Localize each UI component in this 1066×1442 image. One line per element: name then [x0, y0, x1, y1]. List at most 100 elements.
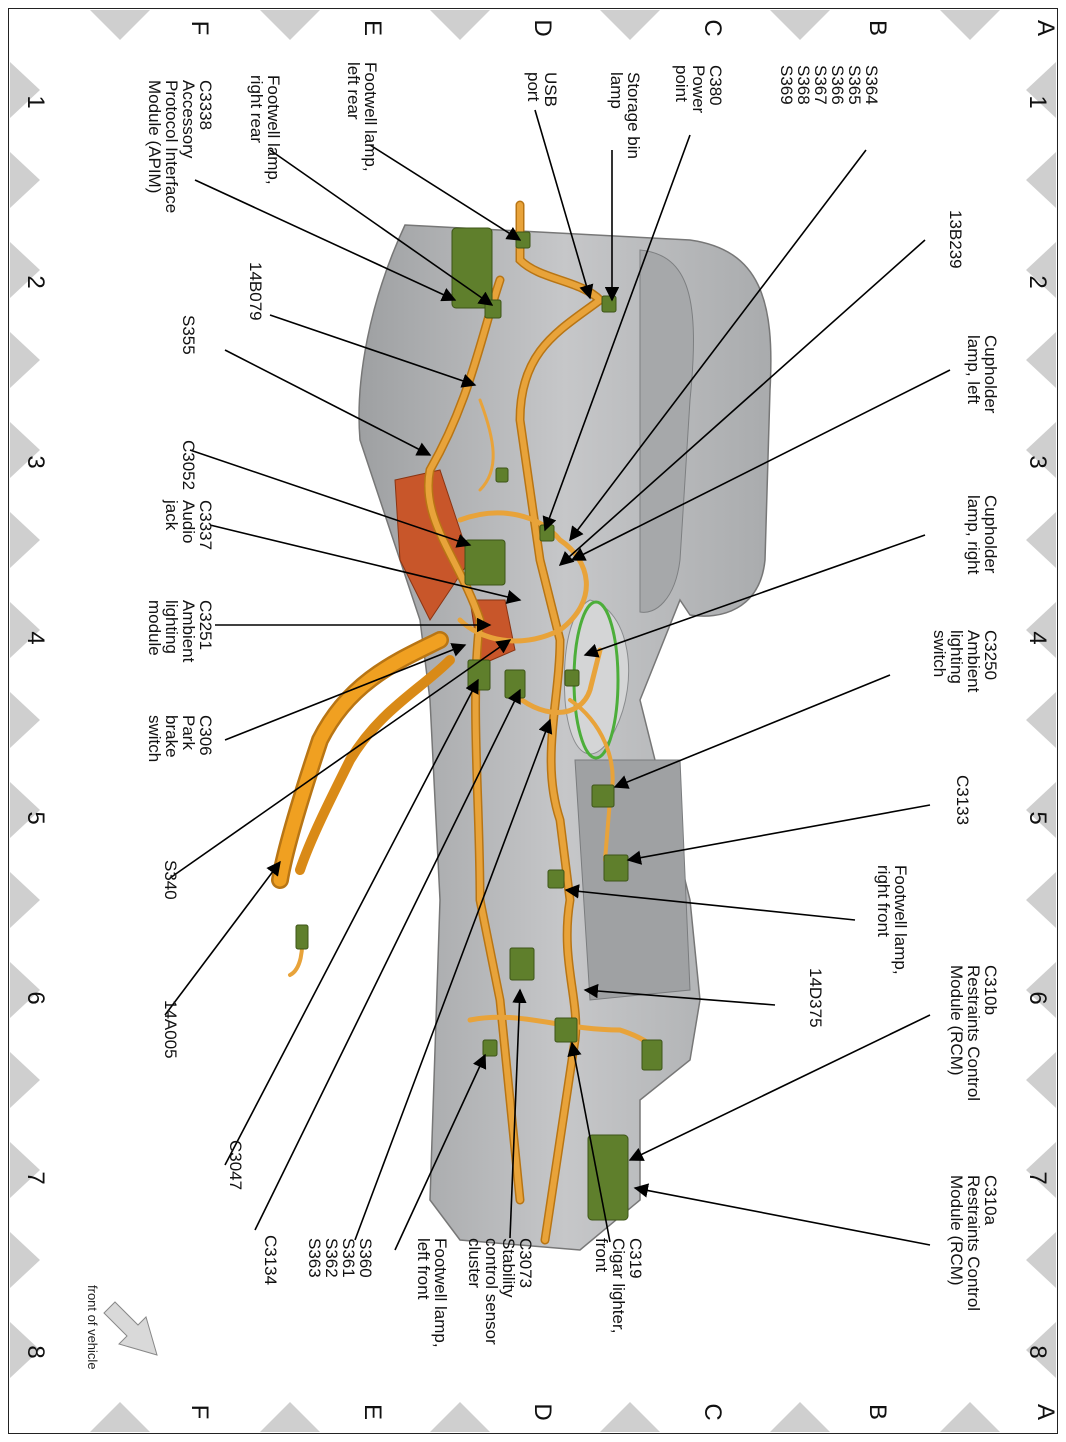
grid-label: 6	[22, 991, 49, 1004]
edge-triangle	[1026, 62, 1056, 118]
callout-label: Cupholderlamp, left	[964, 335, 1000, 414]
edge-triangles-bottom	[90, 1402, 1000, 1432]
callout-label-line: left rear	[344, 62, 363, 120]
callout-label-line: Footwell lamp,	[361, 62, 380, 172]
callout-label-line: lamp	[607, 72, 626, 109]
callout-label-line: S340	[161, 860, 180, 900]
leader-line	[254, 688, 521, 1231]
edge-triangle	[1026, 152, 1056, 208]
leader-line	[613, 674, 891, 789]
edge-triangle	[1026, 242, 1056, 298]
grid-label: 7	[1024, 1171, 1051, 1184]
callout-label-line: S355	[179, 315, 198, 355]
leader-line	[567, 1041, 611, 1243]
grid-label: 7	[22, 1171, 49, 1184]
callout-label-line: Restraints Control	[964, 1175, 983, 1311]
edge-triangle	[10, 1322, 40, 1378]
callout-label: C3073Stabilitycontrol sensorcluster	[465, 1238, 535, 1345]
edge-triangle	[1026, 512, 1056, 568]
edge-triangle	[10, 62, 40, 118]
edge-triangle	[430, 10, 490, 40]
callout-label: C319Cigar lighter,front	[592, 1238, 645, 1333]
leader-line	[164, 860, 281, 1016]
callout-label-line: S362	[322, 1238, 341, 1278]
leader-line	[569, 149, 867, 542]
callout-label-line: Audio	[179, 500, 198, 543]
callout-label: Storage binlamp	[607, 72, 643, 159]
grid-label: 5	[22, 811, 49, 824]
leader-line	[628, 1014, 931, 1161]
callout-label: Cupholderlamp, right	[964, 495, 1000, 575]
edge-triangle	[10, 602, 40, 658]
front-of-vehicle-label: front of vehicle	[85, 1285, 100, 1370]
callout-label-line: cluster	[465, 1238, 484, 1288]
leader-line	[194, 179, 457, 302]
callout-label: C3250Ambientlightingswitch	[930, 630, 1000, 693]
callout-label: Footwell lamp,right front	[874, 865, 910, 975]
leader-line	[224, 349, 432, 456]
callout-label-line: Ambient	[964, 630, 983, 693]
leader-line	[564, 884, 856, 921]
grid-label: D	[529, 1403, 556, 1420]
callout-label-line: lighting	[947, 630, 966, 684]
edge-triangle	[10, 782, 40, 838]
callout-label-line: Module (RCM)	[947, 1175, 966, 1286]
callout-label-line: S361	[339, 1238, 358, 1278]
grid-label: 4	[22, 631, 49, 644]
leader-line	[394, 1053, 487, 1251]
callout-label-line: USB	[541, 72, 560, 107]
edge-triangle	[770, 1402, 830, 1432]
callout-label: C310bRestraints ControlModule (RCM)	[947, 965, 1000, 1101]
leader-line	[224, 643, 467, 741]
grid-label: C	[699, 1403, 726, 1420]
callout-label-line: S363	[305, 1238, 324, 1278]
callout-label-line: C3338	[196, 80, 215, 130]
callout-label-line: C380	[706, 65, 725, 106]
callout-label: 14A005	[161, 1000, 180, 1059]
edge-triangle	[1026, 1052, 1056, 1108]
edge-triangle	[10, 512, 40, 568]
leader-line	[169, 639, 512, 879]
callout-label-line: S368	[794, 65, 813, 105]
grid-label: F	[186, 1405, 213, 1420]
callout-label-line: jack	[162, 499, 181, 531]
leader-line	[369, 144, 522, 241]
callout-label: C3251Ambientlightingmodule	[145, 600, 215, 663]
edge-triangle	[770, 10, 830, 40]
callout-label-line: lighting	[162, 600, 181, 654]
edge-triangle	[1026, 1322, 1056, 1378]
callout-label-line: S367	[811, 65, 830, 105]
callout-label-line: port	[524, 72, 543, 102]
front-of-vehicle-arrow: front of vehicle	[85, 1285, 158, 1370]
grid-label: E	[359, 20, 386, 36]
callout-label: S364S365S366S367S368S369	[777, 65, 881, 105]
grid-label: D	[529, 19, 556, 36]
callout-labels: S364S365S366S367S368S369C380PowerpointSt…	[145, 62, 1000, 1348]
callout-label-line: right rear	[247, 75, 266, 143]
edge-triangle	[10, 1142, 40, 1198]
callout-label-line: Footwell lamp,	[264, 75, 283, 185]
callout-label: C3052	[179, 440, 198, 490]
callout-label-line: Cupholder	[981, 495, 1000, 574]
edge-triangles-left	[10, 62, 40, 1378]
edge-triangle	[1026, 332, 1056, 388]
callout-label: 13B239	[946, 210, 965, 269]
callout-label: S360S361S362S363	[305, 1238, 375, 1278]
edge-triangle	[1026, 1232, 1056, 1288]
callout-label: C3338AccessoryProtocol InterfaceModule (…	[145, 80, 215, 213]
grid-label: 3	[1024, 455, 1051, 468]
callout-label-line: C319	[626, 1238, 645, 1279]
callout-label-line: Module (APIM)	[145, 80, 164, 193]
leader-line	[189, 449, 472, 548]
grid-label: C	[699, 19, 726, 36]
callout-label-line: Stability	[499, 1238, 518, 1298]
callout-label-line: C310b	[981, 965, 1000, 1015]
callout-label-line: Storage bin	[624, 72, 643, 159]
leader-line	[583, 534, 926, 658]
edge-triangles-right	[1026, 62, 1056, 1378]
leader-line	[542, 134, 691, 532]
grid-label: 1	[1024, 95, 1051, 108]
leader-line	[209, 524, 522, 604]
callout-label-line: left front	[414, 1238, 433, 1300]
